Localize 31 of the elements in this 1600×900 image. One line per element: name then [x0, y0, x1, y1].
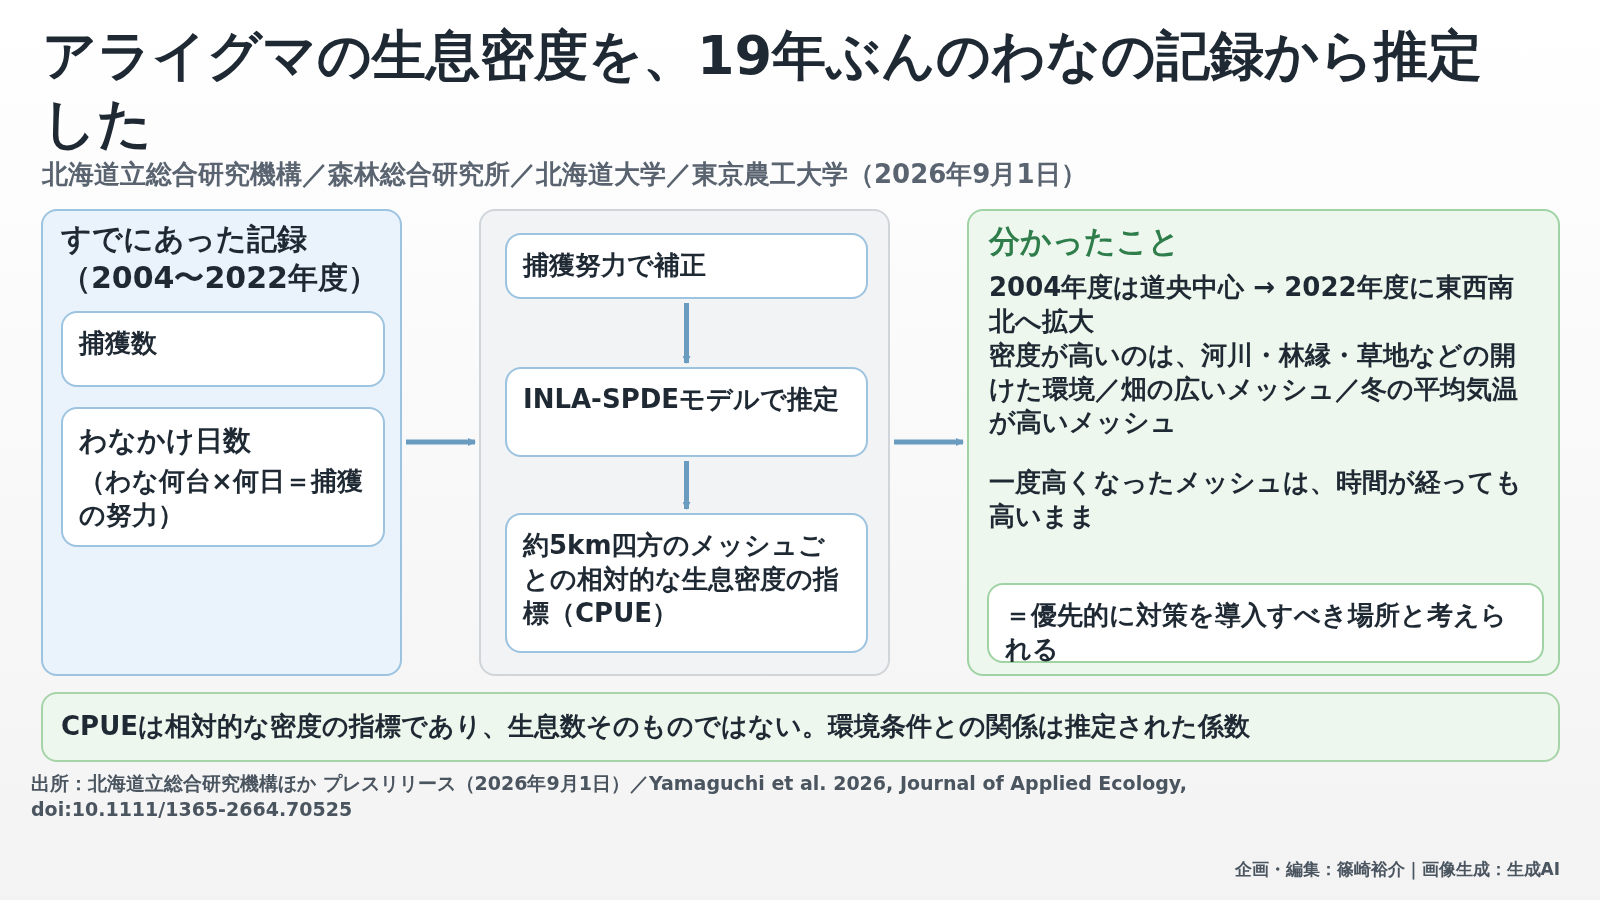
- conclusion-box: [987, 583, 1544, 663]
- credit-line: 企画・編集：篠崎裕介｜画像生成：生成AI: [1233, 858, 1560, 881]
- subtitle: 北海道立総合研究機構／森林総合研究所／北海道大学／東京農工大学（2026年9月1日）: [42, 158, 1088, 191]
- finding-text: 一度高くなったメッシュは、時間が経っても高いまま: [989, 466, 1523, 534]
- arrow: [894, 438, 964, 446]
- box-text: 約5km四方のメッシュごとの相対的な生息密度の指標（CPUE）: [523, 529, 840, 630]
- arrow: [682, 303, 691, 364]
- arrow: [682, 461, 691, 510]
- box-text: わなかけ日数: [79, 423, 252, 459]
- box-text: 捕獲数: [79, 327, 158, 360]
- process-box: [505, 513, 868, 653]
- process-box: [61, 311, 385, 387]
- input-panel: [41, 209, 402, 676]
- source-note: 出所：北海道立総合研究機構ほか プレスリリース（2026年9月1日）／Yamaguchi et al. 2026, Journal of Applied Ecology, doi:10.1111/1365-2664.70525: [31, 771, 1188, 822]
- title: アライグマの生息密度を、19年ぶんのわなの記録から推定した: [42, 23, 1484, 157]
- finding-text: 密度が高いのは、河川・林縁・草地などの開けた環境／畑の広いメッシュ／冬の平均気温が高いメッシュ: [989, 338, 1519, 440]
- process-box: [505, 367, 868, 457]
- box-text: 捕獲努力で補正: [523, 249, 707, 282]
- box-text: INLA-SPDEモデルで推定: [523, 383, 841, 416]
- method-panel: [479, 209, 890, 676]
- process-box: [505, 233, 868, 299]
- panel-heading: すでにあった記録（2004〜2022年度）: [61, 220, 379, 297]
- box-text: CPUEは相対的な密度の指標であり、生息数そのものではない。環境条件との関係は推定された係数: [61, 710, 1251, 743]
- box-text: ＝優先的に対策を導入すべき場所と考えられる: [1005, 599, 1508, 666]
- finding-text: 2004年度は道央中心 → 2022年度に東西南北へ拡大: [989, 271, 1515, 339]
- result-panel: [967, 209, 1560, 676]
- note-box: [41, 692, 1560, 762]
- box-text: （わな何台×何日＝捕獲の努力）: [79, 465, 364, 533]
- panel-heading: 分かったこと: [989, 222, 1181, 261]
- process-box: [61, 407, 385, 547]
- arrow: [406, 438, 476, 446]
